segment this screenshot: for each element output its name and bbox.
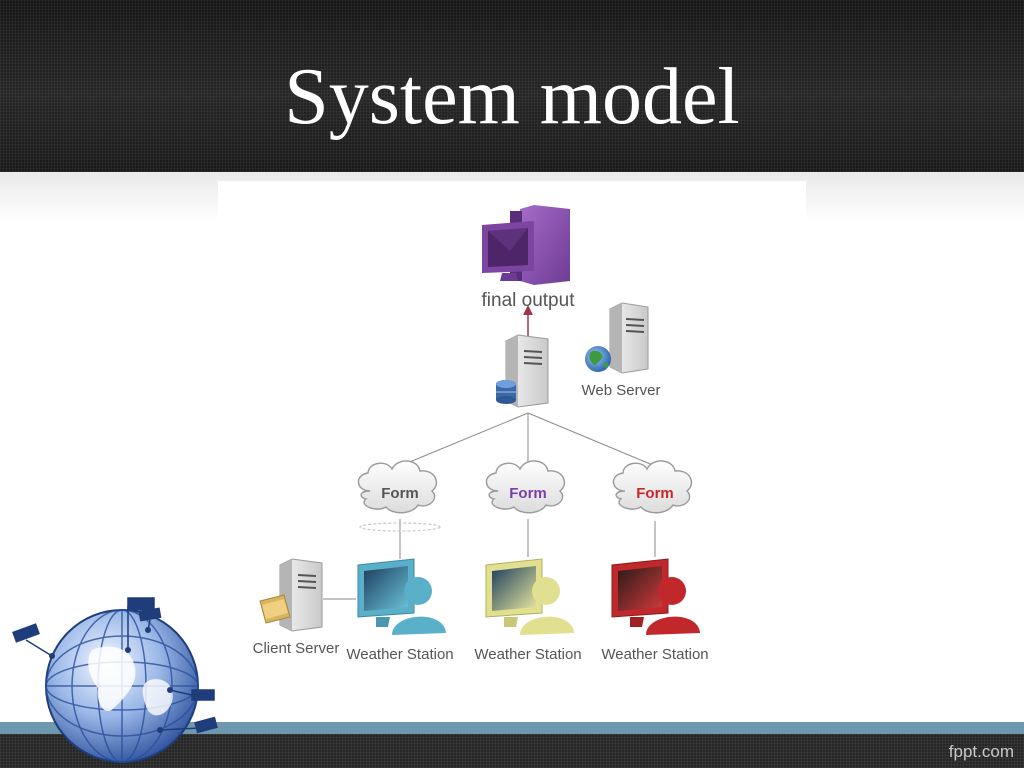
central-database-server-icon [496, 334, 549, 408]
footer-accent-line [0, 722, 1024, 734]
globe-icon [12, 597, 218, 763]
web-server-icon [585, 302, 649, 374]
client-server-icon [259, 558, 323, 632]
form-label-3: Form [636, 485, 674, 502]
client-server-label: Client Server [253, 640, 340, 657]
weather-station-1-icon [357, 558, 446, 635]
weather-station-1-label: Weather Station [346, 646, 453, 663]
weather-station-3-icon [611, 558, 700, 635]
weather-station-2-label: Weather Station [474, 646, 581, 663]
system-diagram: final output Web Server [218, 181, 806, 681]
web-server-label: Web Server [582, 382, 661, 399]
connector-lines [323, 412, 656, 600]
weather-station-3-label: Weather Station [601, 646, 708, 663]
final-output-label: final output [482, 290, 576, 311]
final-output-computer-icon [482, 205, 570, 285]
form-cloud-1 [357, 460, 441, 532]
title-bar [0, 0, 1024, 172]
slide-title: System model [284, 53, 740, 141]
weather-station-2-icon [485, 558, 574, 635]
footer-brand: fppt.com [948, 742, 1014, 761]
output-arrow [523, 305, 533, 337]
form-label-1: Form [381, 485, 419, 502]
form-label-2: Form [509, 485, 547, 502]
